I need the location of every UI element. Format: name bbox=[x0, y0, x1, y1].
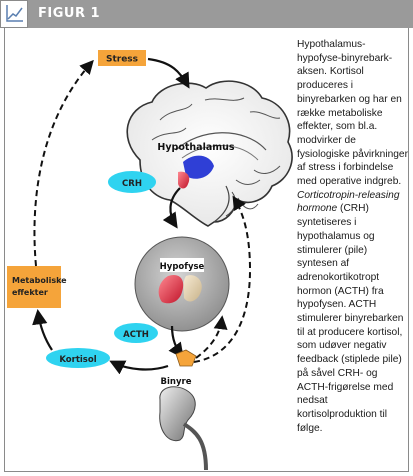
figure-header: FIGUR 1 bbox=[0, 0, 413, 28]
metabolic-effects-box bbox=[7, 266, 61, 308]
kortisol-oval bbox=[46, 348, 110, 368]
acth-label: ACTH bbox=[123, 330, 149, 340]
kortisol-to-metabolic-arrow bbox=[32, 308, 53, 351]
kidney-icon bbox=[159, 386, 196, 442]
caption-part-1: Hypothalamus-hypofyse-binyrebark-aksen. … bbox=[297, 39, 408, 188]
brain-pituitary-icon bbox=[178, 171, 190, 189]
ureter-icon bbox=[182, 422, 208, 471]
metabolic-effects-label-2: effekter bbox=[12, 288, 48, 297]
brain-illustration bbox=[126, 80, 293, 227]
hypothalamus-to-hypofyse-arrow bbox=[162, 187, 181, 229]
figure-caption: Hypothalamus-hypofyse-binyrebark-aksen. … bbox=[297, 38, 409, 435]
metabolic-effects-label-1: Metaboliske bbox=[12, 276, 67, 285]
kortisol-label: Kortisol bbox=[59, 355, 96, 365]
binyre-to-kortisol-arrow bbox=[109, 360, 169, 375]
line-chart-icon bbox=[0, 0, 28, 28]
feedback-to-hypothalamus-dashed-arrow bbox=[193, 195, 252, 363]
stress-label: Stress bbox=[106, 55, 138, 65]
hpa-axis-diagram: Hypothalamus Stress Metaboliske effekter… bbox=[7, 50, 293, 471]
crh-label: CRH bbox=[122, 179, 142, 189]
hypofyse-label: Hypofyse bbox=[160, 262, 205, 272]
crh-oval bbox=[108, 171, 156, 193]
pituitary-anterior-lobe bbox=[158, 274, 184, 304]
metabolic-to-stress-dashed-arrow bbox=[33, 59, 94, 267]
hypofyse-label-bg bbox=[160, 258, 204, 272]
stress-to-brain-arrow bbox=[147, 57, 190, 89]
figure-title: FIGUR 1 bbox=[38, 6, 101, 21]
caption-italic: Corticotropin-releasing hormone bbox=[297, 189, 400, 215]
adrenal-gland-icon bbox=[175, 349, 197, 367]
feedback-to-hypofyse-dashed-arrow bbox=[195, 315, 228, 359]
hypothalamus-region bbox=[183, 155, 214, 179]
hypothalamus-label: Hypothalamus bbox=[157, 142, 235, 153]
acth-oval bbox=[114, 323, 158, 343]
caption-part-2: (CRH) syntetiseres i hypothalamus og sti… bbox=[297, 203, 404, 434]
binyre-label: Binyre bbox=[161, 377, 192, 387]
pituitary-posterior-lobe bbox=[183, 275, 202, 302]
stress-box bbox=[98, 50, 146, 66]
